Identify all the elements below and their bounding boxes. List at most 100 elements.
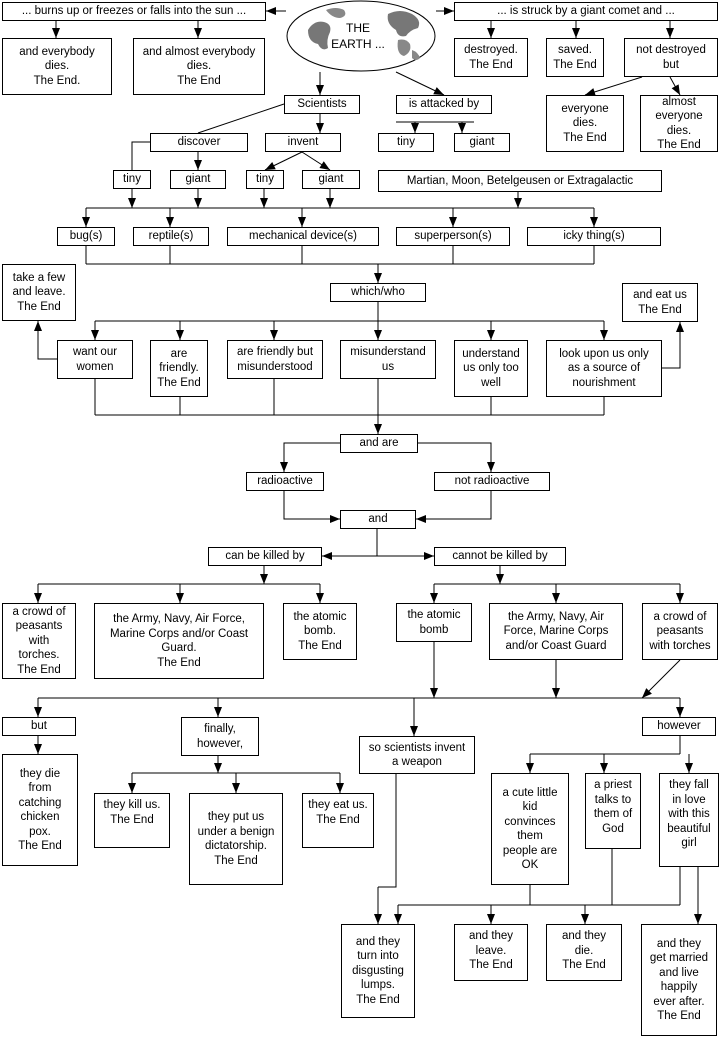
- arrowhead: [572, 28, 580, 38]
- arrowhead: [266, 7, 276, 15]
- arrowhead: [374, 424, 382, 434]
- node-tiny-attacker: tiny: [378, 133, 434, 152]
- arrowhead: [319, 161, 330, 170]
- node-however: however: [642, 717, 716, 736]
- node-crowd-peasants: a crowd of peasants with torches: [642, 603, 718, 660]
- arrowhead: [194, 160, 202, 170]
- node-they-die: and they die. The End: [546, 924, 622, 981]
- arrowhead: [410, 726, 418, 736]
- node-and-are: and are: [340, 434, 418, 453]
- arrowhead: [128, 198, 136, 208]
- arrowhead: [128, 783, 136, 793]
- node-army-navy: the Army, Navy, Air Force, Marine Corps …: [489, 603, 623, 660]
- node-superpersons: superperson(s): [396, 227, 510, 246]
- node-are-friendly: are friendly. The End: [150, 340, 208, 397]
- arrowhead: [214, 707, 222, 717]
- node-giant-invent: giant: [302, 170, 360, 189]
- node-atomic-bomb-end: the atomic bomb. The End: [283, 603, 357, 660]
- arrowhead: [676, 322, 684, 332]
- connector-arrow: [283, 491, 340, 520]
- arrowhead: [34, 593, 42, 603]
- arrowhead: [298, 217, 306, 227]
- connector-arrow: [37, 321, 57, 360]
- node-finally-however: finally, however,: [181, 717, 259, 756]
- node-icky-things: icky thing(s): [527, 227, 661, 246]
- node-chicken-pox: they die from catching chicken pox. The …: [2, 754, 78, 866]
- arrowhead: [458, 123, 466, 133]
- arrowhead: [176, 593, 184, 603]
- arrowhead: [526, 763, 534, 773]
- arrowhead: [82, 217, 90, 227]
- arrowhead: [194, 198, 202, 208]
- arrowhead: [374, 914, 382, 924]
- node-benign-dictatorship: they put us under a benign dictatorship.…: [189, 793, 283, 885]
- arrowhead: [91, 330, 99, 340]
- arrowhead: [676, 707, 684, 717]
- arrowhead: [487, 28, 495, 38]
- node-not-radioactive: not radioactive: [434, 472, 550, 491]
- arrowhead: [260, 574, 268, 584]
- node-friendly-misunderstood: are friendly but misunderstood: [227, 340, 323, 379]
- node-married-happily: and they get married and live happily ev…: [641, 924, 717, 1036]
- arrowhead: [326, 198, 334, 208]
- node-bugs: bug(s): [57, 227, 115, 246]
- arrowhead: [487, 914, 495, 924]
- connector-arrow: [662, 322, 681, 369]
- node-they-kill-us: they kill us. The End: [94, 793, 170, 848]
- node-fall-in-love: they fall in love with this beautiful gi…: [659, 773, 719, 867]
- connector-arrow: [283, 442, 340, 472]
- arrowhead: [34, 707, 42, 717]
- node-and: and: [340, 510, 416, 529]
- arrowhead: [394, 914, 402, 924]
- arrowhead: [430, 688, 438, 698]
- arrowhead: [585, 88, 596, 96]
- arrowhead: [666, 28, 674, 38]
- node-martian-origin: Martian, Moon, Betelgeusen or Extragalac…: [378, 170, 662, 192]
- arrowhead: [642, 688, 652, 698]
- arrowhead: [34, 321, 42, 331]
- node-is-attacked-by: is attacked by: [396, 95, 492, 114]
- node-struck-by-comet: ... is struck by a giant comet and ...: [454, 2, 718, 21]
- node-disgusting-lumps: and they turn into disgusting lumps. The…: [341, 924, 415, 1018]
- node-scientists: Scientists: [284, 95, 360, 114]
- arrowhead: [552, 688, 560, 698]
- arrowhead: [34, 744, 42, 754]
- arrowhead: [166, 217, 174, 227]
- node-cannot-be-killed-by: cannot be killed by: [434, 547, 566, 566]
- arrowhead: [270, 330, 278, 340]
- arrowhead: [316, 123, 324, 133]
- arrowhead: [265, 162, 276, 170]
- arrowhead: [487, 462, 495, 472]
- arrowhead: [411, 123, 419, 133]
- arrowhead: [676, 593, 684, 603]
- node-atomic-bomb: the atomic bomb: [396, 603, 472, 642]
- node-almost-everybody-dies: and almost everybody dies. The End: [133, 38, 265, 95]
- node-invent: invent: [265, 133, 341, 152]
- node-not-destroyed: not destroyed but: [624, 38, 718, 77]
- arrowhead: [671, 84, 680, 95]
- arrowhead: [685, 763, 693, 773]
- node-army-navy-end: the Army, Navy, Air Force, Marine Corps …: [94, 603, 264, 679]
- arrowhead: [260, 198, 268, 208]
- node-understand-us: understand us only too well: [454, 340, 528, 397]
- arrowhead: [52, 28, 60, 38]
- arrowhead: [374, 330, 382, 340]
- node-scientists-invent-weapon: so scientists invent a weapon: [359, 736, 475, 774]
- node-they-eat-us: they eat us. The End: [302, 793, 374, 848]
- arrowhead: [330, 515, 340, 523]
- arrowhead: [444, 7, 454, 15]
- node-giant-discover: giant: [170, 170, 226, 189]
- node-tiny-discover: tiny: [113, 170, 151, 189]
- node-everyone-dies: everyone dies. The End: [546, 95, 624, 152]
- arrowhead: [694, 914, 702, 924]
- arrowhead: [600, 763, 608, 773]
- connector-arrow: [416, 491, 492, 520]
- arrowhead: [374, 273, 382, 283]
- node-cute-little-kid: a cute little kid convinces them people …: [491, 773, 569, 885]
- arrowhead: [316, 593, 324, 603]
- arrowhead: [176, 330, 184, 340]
- arrowhead: [280, 462, 288, 472]
- arrowhead: [514, 198, 522, 208]
- node-destroyed: destroyed. The End: [454, 38, 528, 77]
- arrowhead: [336, 783, 344, 793]
